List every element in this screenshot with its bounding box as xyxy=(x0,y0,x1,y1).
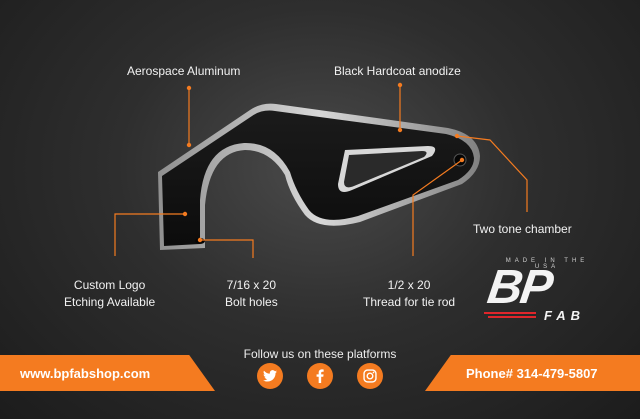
instagram-icon xyxy=(363,369,377,383)
website-banner xyxy=(0,355,215,391)
follow-text: Follow us on these platforms xyxy=(243,347,397,361)
twitter-icon xyxy=(263,370,277,382)
website-link[interactable]: www.bpfabshop.com xyxy=(20,366,151,381)
label-bolt-line1: 7/16 x 20 xyxy=(226,278,277,292)
label-bolt-holes: 7/16 x 20 Bolt holes xyxy=(225,277,278,311)
label-custom-logo-line1: Custom Logo xyxy=(73,278,146,292)
logo-brand: BP xyxy=(484,261,555,314)
label-black-hardcoat: Black Hardcoat anodize xyxy=(334,64,461,78)
twitter-button[interactable] xyxy=(257,363,283,389)
label-custom-logo: Custom Logo Etching Available xyxy=(64,277,155,311)
logo-tagline: MADE IN THE USA xyxy=(505,258,589,270)
label-thread-line1: 1/2 x 20 xyxy=(387,278,431,292)
phone-number: Phone# 314-479-5807 xyxy=(466,366,598,381)
logo-sub: FAB xyxy=(544,308,585,323)
facebook-button[interactable] xyxy=(307,363,333,389)
phone-banner xyxy=(425,355,640,391)
label-aerospace-aluminum: Aerospace Aluminum xyxy=(127,64,241,78)
label-thread-line2: Thread for tie rod xyxy=(363,295,456,309)
label-custom-logo-line2: Etching Available xyxy=(64,295,156,309)
logo-speed-bars xyxy=(484,312,536,318)
label-bolt-line2: Bolt holes xyxy=(225,295,278,309)
label-thread-tie-rod: 1/2 x 20 Thread for tie rod xyxy=(363,277,455,311)
instagram-button[interactable] xyxy=(357,363,383,389)
label-two-tone-chamber: Two tone chamber xyxy=(473,222,572,236)
bpfab-logo: MADE IN THE USA BP FAB xyxy=(482,258,608,328)
facebook-icon xyxy=(316,369,324,383)
